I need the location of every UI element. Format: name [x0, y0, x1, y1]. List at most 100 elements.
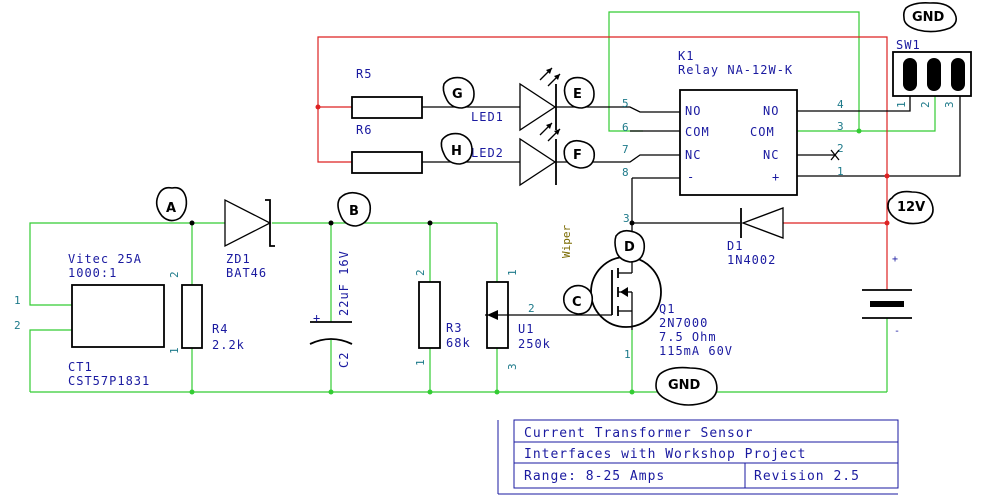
k1-part: Relay NA-12W-K	[678, 63, 793, 77]
k1-no-right: NO	[763, 104, 779, 118]
marker-gnd-top: GND	[902, 2, 958, 33]
svg-text:D: D	[624, 240, 635, 255]
q1-ref: Q1	[659, 302, 675, 316]
ct1-pin-1: 1	[14, 294, 21, 307]
ct1-label-line2: 1000:1	[68, 266, 117, 280]
u1-pin-2: 2	[528, 302, 535, 315]
svg-text:GND: GND	[668, 378, 701, 393]
red-wires	[317, 36, 888, 270]
sw1-pin-1: 1	[895, 101, 908, 108]
u1-pin-1: 1	[506, 269, 519, 276]
q1-mosfet: 3 1 Q1 2N7000 7.5 Ohm 115mA 60V	[580, 212, 733, 361]
q1-part: 2N7000	[659, 316, 708, 330]
k1-nc-right: NC	[763, 148, 779, 162]
marker-gnd-bottom: GND	[655, 366, 718, 406]
r3-value: 68k	[446, 336, 471, 350]
battery: + -	[862, 254, 912, 337]
marker-h: H	[440, 132, 473, 165]
sw1-pin-2: 2	[919, 101, 932, 108]
r4-pin-1: 1	[168, 347, 181, 354]
q1-pin-3: 3	[623, 212, 630, 225]
k1-pin-5: 5	[622, 97, 629, 110]
marker-g: G	[442, 76, 475, 109]
svg-text:GND: GND	[912, 10, 945, 25]
sw1-pin-3: 3	[943, 101, 956, 108]
zd1-ref: ZD1	[226, 252, 251, 266]
r4-ref: R4	[212, 322, 228, 336]
r5-resistor: R5	[351, 67, 423, 119]
d1-diode: D1 1N4002	[727, 207, 784, 267]
led1: LED1	[471, 67, 561, 132]
c2-value: 22uF 16V	[337, 250, 351, 316]
led1-ref: LED1	[471, 110, 504, 124]
k1-minus: -	[687, 170, 695, 184]
marker-d: D	[614, 229, 646, 263]
ct1-current-transformer: Vitec 25A 1000:1 CT1 CST57P1831 1 2	[14, 252, 165, 388]
svg-text:12V: 12V	[897, 200, 925, 215]
svg-text:A: A	[166, 201, 176, 216]
marker-c: C	[562, 284, 594, 315]
k1-plus: +	[772, 170, 780, 184]
q1-spec1: 7.5 Ohm	[659, 330, 717, 344]
led2: LED2	[471, 122, 561, 187]
ct1-part: CST57P1831	[68, 374, 150, 388]
black-wires	[422, 96, 961, 316]
r6-ref: R6	[356, 123, 372, 137]
k1-pin-3: 3	[837, 120, 844, 133]
battery-plus: +	[892, 254, 898, 265]
u1-pin-3: 3	[506, 363, 519, 370]
ct1-pin-2: 2	[14, 319, 21, 332]
marker-f: F	[563, 139, 596, 169]
green-wires	[29, 11, 936, 393]
title-block-revision: Revision 2.5	[754, 469, 860, 484]
u1-wiper-label: Wiper	[560, 225, 573, 258]
marker-a: A	[155, 186, 188, 222]
q1-spec2: 115mA 60V	[659, 344, 733, 358]
u1-ref: U1	[518, 322, 534, 336]
svg-text:+: +	[313, 311, 321, 325]
r3-ref: R3	[446, 321, 462, 335]
r3-resistor: 2 1 R3 68k	[414, 269, 471, 366]
d1-value: 1N4002	[727, 253, 776, 267]
u1-potentiometer: 1 2 3 U1 250k Wiper	[486, 225, 573, 370]
r4-pin-2: 2	[168, 271, 181, 278]
battery-minus: -	[894, 326, 900, 337]
svg-text:H: H	[451, 144, 462, 159]
k1-pin-6: 6	[622, 121, 629, 134]
svg-text:C: C	[572, 295, 582, 310]
r3-pin-2: 2	[414, 269, 427, 276]
svg-text:G: G	[452, 87, 463, 102]
sw1-switch: SW1 1 2 3	[892, 38, 972, 108]
title-block-range: Range: 8-25 Amps	[524, 469, 665, 484]
marker-b: B	[337, 191, 372, 227]
zd1-value: BAT46	[226, 266, 267, 280]
ct1-ref: CT1	[68, 360, 93, 374]
junction-dots	[189, 104, 890, 395]
zd1-zener-diode: ZD1 BAT46	[224, 198, 275, 280]
k1-nc-left: NC	[685, 148, 701, 162]
k1-pin-4: 4	[837, 98, 844, 111]
c2-ref: C2	[337, 352, 351, 368]
title-block: Current Transformer Sensor Interfaces wi…	[497, 419, 899, 495]
r3-pin-1: 1	[414, 359, 427, 366]
k1-pin-2: 2	[837, 142, 844, 155]
k1-pin-7: 7	[622, 143, 629, 156]
svg-text:E: E	[573, 87, 582, 102]
k1-com-right: COM	[750, 125, 775, 139]
r4-value: 2.2k	[212, 338, 245, 352]
k1-com-left: COM	[685, 125, 710, 139]
title-block-subtitle: Interfaces with Workshop Project	[524, 447, 806, 462]
svg-text:F: F	[573, 148, 582, 163]
c2-capacitor: + 22uF 16V C2	[309, 250, 353, 368]
r4-resistor: 2 1 R4 2.2k	[168, 271, 245, 354]
led2-ref: LED2	[471, 146, 504, 160]
k1-ref: K1	[678, 49, 694, 63]
d1-ref: D1	[727, 239, 743, 253]
r6-resistor: R6	[351, 123, 423, 174]
k1-relay: K1 Relay NA-12W-K NO COM NC - NO COM NC …	[622, 49, 844, 196]
ct1-label-line1: Vitec 25A	[68, 252, 142, 266]
u1-value: 250k	[518, 337, 551, 351]
q1-pin-1: 1	[624, 348, 631, 361]
title-block-title: Current Transformer Sensor	[524, 426, 754, 441]
